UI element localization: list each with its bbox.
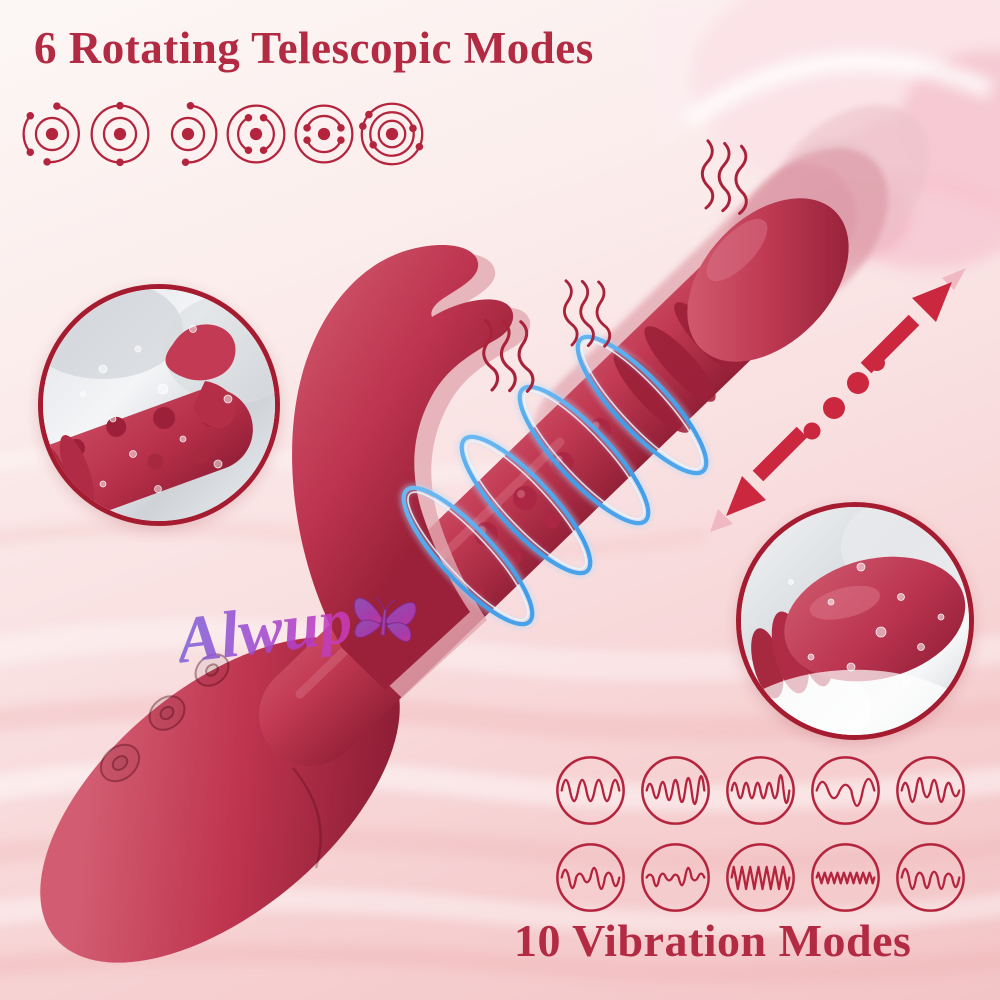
water-droplets [80,325,233,493]
rotation-rings [399,332,711,629]
rabbit-vibrator [40,198,849,963]
vibration-mode-10-waveform-icon [896,843,965,912]
control-button-icon [148,695,186,731]
water-swoosh [741,669,969,735]
vibration-modes-title: 10 Vibration Modes [514,915,912,966]
rotating-modes-title: 6 Rotating Telescopic Modes [34,23,594,73]
vibration-mode-4-waveform-icon [811,756,880,825]
rotation-mode-1-icon [22,102,80,166]
waterproof-closeup-left [38,284,280,526]
arrow-head-up-icon [912,282,952,322]
vibration-mode-7-waveform-icon [641,843,710,912]
vibration-mode-6-waveform-icon [556,843,625,912]
arrow-head-down-icon [726,476,766,516]
rotation-mode-3-icon [170,101,218,167]
device-tip [687,198,849,362]
vibration-mode-icon-grid [554,754,972,914]
rotation-mode-6-icon [359,102,424,166]
butterfly-icon [354,597,417,642]
rotation-mode-4-icon [226,104,286,164]
clitoral-arm [292,245,514,690]
thrust-arrow [710,268,966,532]
control-button-icon [194,653,230,687]
arrow-echo-down [710,509,733,532]
brand-watermark: Alwup [172,575,425,678]
closeup-splash-arm [165,324,236,381]
waterproof-closeup-right [736,502,974,740]
vibration-squiggles [482,139,748,393]
handle-seam [292,767,322,869]
rotation-mode-icon-row [18,86,426,182]
motion-dots [803,355,885,440]
water-droplets [788,562,945,686]
vibration-mode-1-waveform-icon [556,756,625,825]
arrow-echo-up [942,268,966,290]
vibration-mode-3-waveform-icon [726,756,795,825]
vibration-mode-9-waveform-icon [811,843,880,912]
vibration-mode-8-waveform-icon [726,843,795,912]
control-button-icon [99,743,141,783]
rotation-mode-2-icon [90,101,150,167]
rotation-mode-5-icon [294,104,354,164]
vibration-mode-2-waveform-icon [641,756,710,825]
vibration-mode-5-waveform-icon [896,756,965,825]
